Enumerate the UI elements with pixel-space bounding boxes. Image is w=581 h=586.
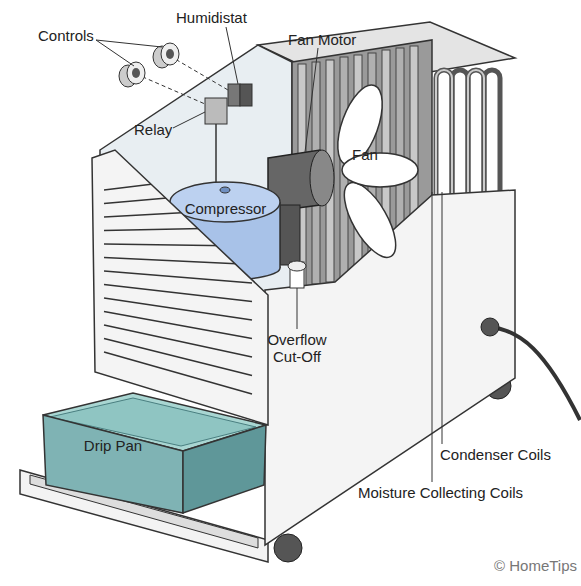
humidistat	[240, 84, 252, 106]
compressor-edge	[169, 202, 171, 268]
caster	[274, 534, 302, 562]
louver	[104, 352, 252, 394]
leader-line	[432, 192, 433, 482]
coils	[436, 70, 500, 200]
louver	[104, 325, 252, 357]
leader-line	[226, 27, 238, 84]
power-cord	[490, 327, 580, 420]
coil-tube	[468, 70, 484, 200]
part-label: Moisture Collecting Coils	[358, 484, 578, 501]
overflow-cutoff	[288, 261, 306, 271]
fan-blade	[334, 175, 405, 265]
pan-front	[43, 415, 183, 513]
dashed-line	[136, 74, 205, 104]
control-knob	[166, 49, 174, 59]
leader-line	[96, 40, 162, 47]
wire	[215, 124, 217, 190]
part-label: Drip Pan	[38, 437, 188, 454]
fan	[329, 79, 418, 264]
part-label: Controls	[38, 27, 128, 44]
control-knob	[161, 43, 179, 65]
louver	[104, 271, 252, 283]
watermark: © HomeTips	[494, 557, 581, 574]
part-label: Humidistat	[176, 9, 276, 26]
relay	[205, 98, 227, 124]
part-label: Overflow Cut-Off	[257, 331, 337, 365]
dashed-line	[170, 56, 228, 90]
control-knob	[132, 68, 140, 78]
louver	[104, 285, 252, 302]
coil-tube	[484, 70, 500, 200]
leader-line	[173, 112, 205, 128]
part-label: Condenser Coils	[440, 446, 580, 463]
humidistat	[228, 84, 240, 106]
compressor-edge	[279, 202, 281, 268]
part-label: Relay	[134, 121, 194, 138]
leader-line	[442, 192, 443, 444]
louver	[104, 258, 252, 265]
control-knob	[127, 62, 145, 84]
louver	[104, 298, 252, 320]
motor-bracket	[280, 205, 300, 265]
coils-highlight	[436, 70, 484, 200]
louver	[104, 312, 252, 339]
louver	[104, 339, 252, 376]
leader-line	[305, 48, 318, 152]
cord-grommet	[481, 318, 499, 336]
pan-side	[183, 425, 266, 513]
compressor-port	[220, 187, 230, 193]
part-label: Fan Motor	[288, 31, 388, 48]
part-label: Compressor	[168, 200, 283, 217]
coil-tube	[436, 70, 452, 200]
part-label: Fan	[352, 146, 392, 163]
fan-motor	[310, 150, 334, 206]
leader-line	[297, 288, 298, 329]
